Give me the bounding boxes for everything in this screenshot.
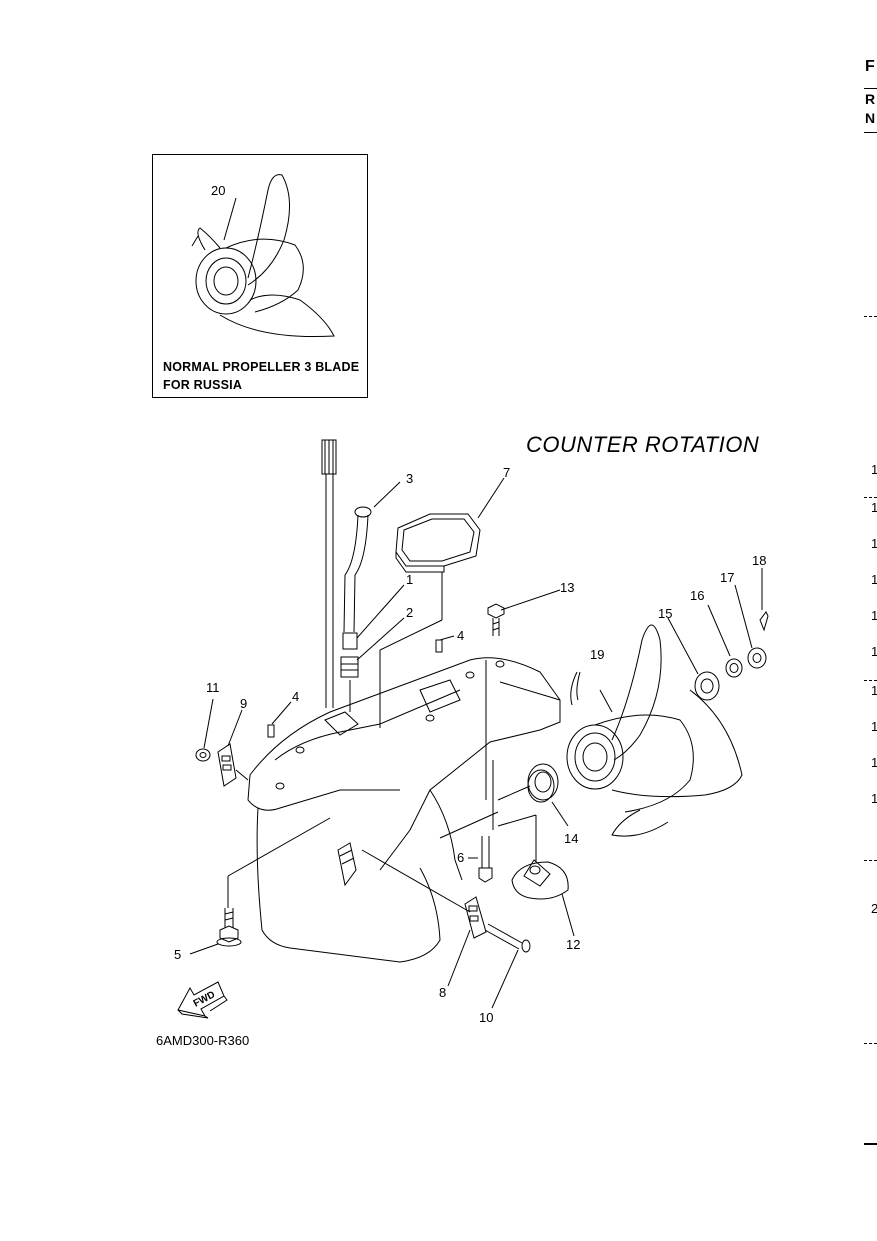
edge-rule [864,1043,877,1044]
edge-digit: 2 [871,901,877,916]
callout-number: 4 [292,689,300,704]
callout-number: 17 [720,570,735,585]
spacer-drawing [497,763,559,803]
edge-rule [864,88,877,89]
edge-digit: 1 [871,500,877,515]
callout-number: 13 [560,580,575,595]
dowel-pin-drawing [267,724,275,738]
propeller-drawing [566,624,743,837]
drive-shaft-drawing [321,439,337,708]
edge-digit: 1 [871,755,877,770]
edge-digit: 1 [871,791,877,806]
callout-number: 3 [406,471,414,486]
edge-rule [864,1143,877,1145]
callout-number: 19 [590,647,605,662]
edge-digit: 1 [871,536,877,551]
edge-letter: N [865,110,876,126]
edge-digit: 1 [871,572,877,587]
callout-number: 5 [174,947,182,962]
callout-number: 4 [457,628,465,643]
edge-rule [864,497,877,498]
lower-case-drawing [247,657,561,963]
gasket-drawing [379,513,481,728]
inset-propeller-drawing [191,174,335,337]
inset-caption: NORMAL PROPELLER 3 BLADE FOR RUSSIA [163,358,368,394]
callout-number: 1 [406,572,414,587]
edge-digit: 1 [871,683,877,698]
callout-number: 18 [752,553,767,568]
trim-tab-drawing [439,811,569,900]
callout-number: 11 [206,680,220,695]
edge-digit: 1 [871,644,877,659]
callout-number: 14 [564,831,579,846]
callout-number: 2 [406,605,414,620]
callout-number: 6 [457,850,465,865]
bolt-drawing [216,817,331,947]
callout-number: 20 [211,183,226,198]
edge-digit: 1 [871,462,877,477]
inset-caption-line: FOR RUSSIA [163,378,243,392]
fwd-arrow-icon [177,981,228,1019]
water-tube-drawing [340,506,372,712]
edge-letter: F [865,58,875,75]
inset-box [152,154,368,398]
diagram-title: COUNTER ROTATION [526,432,760,457]
callout-number: 16 [690,588,705,603]
edge-rule [864,316,877,317]
edge-digit: 1 [871,719,877,734]
callout-number: 10 [479,1010,494,1025]
anode-drawing [195,743,487,939]
callout-number: 15 [658,606,673,621]
edge-letter: R [865,91,876,107]
edge-rule [864,860,877,861]
dowel-pin-drawing [435,639,443,653]
edge-rule [864,132,877,133]
callout-number: 12 [566,937,581,952]
callout-leaders [189,477,763,1009]
washer-drawing [694,611,769,701]
inset-caption-line: NORMAL PROPELLER 3 BLADE [163,360,360,374]
callout-number: 8 [439,985,447,1000]
callout-number: 7 [503,465,511,480]
screw-drawing [484,923,531,953]
bolt-drawing [478,603,505,883]
drawing-code: 6AMD300-R360 [156,1033,250,1048]
callout-number: 9 [240,696,248,711]
edge-digit: 1 [871,608,877,623]
edge-rule [864,680,877,681]
